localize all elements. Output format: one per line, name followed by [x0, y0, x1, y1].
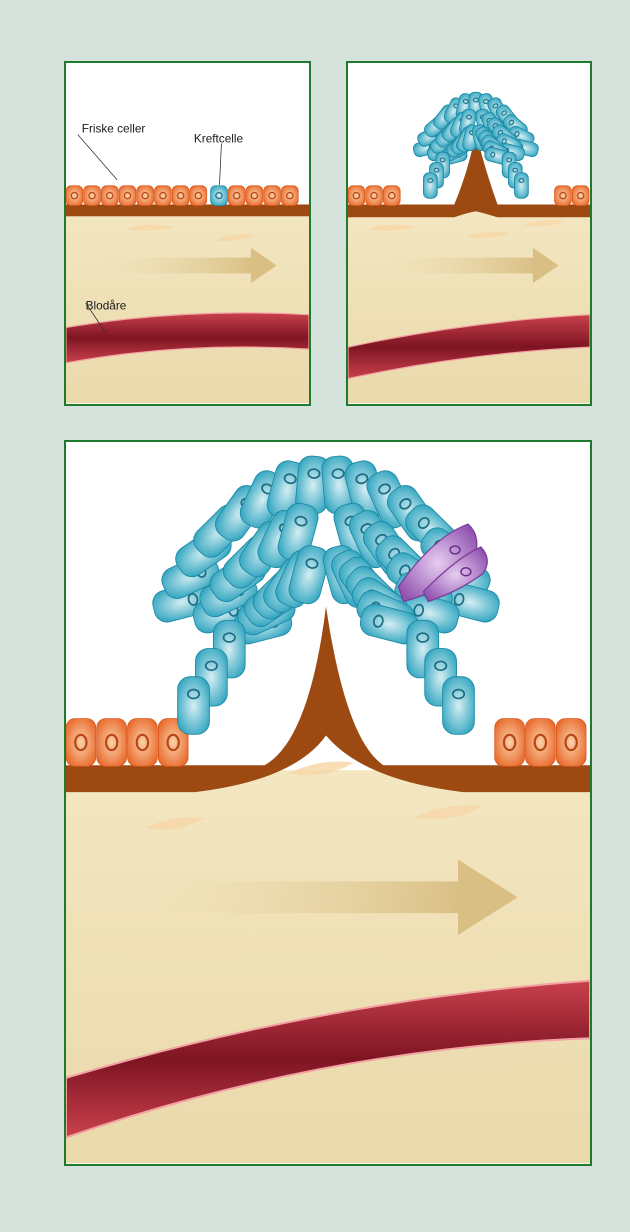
healthy-cell — [555, 186, 572, 206]
healthy-cell — [190, 186, 207, 206]
healthy-cell — [119, 186, 136, 206]
cancer-cell — [178, 677, 210, 735]
label-healthy-cells: Friske celler — [82, 122, 146, 136]
cancer-cell — [515, 173, 529, 199]
stage-2-panel — [346, 61, 592, 406]
healthy-cell — [495, 719, 525, 767]
cancer-cell — [423, 173, 437, 199]
healthy-cell — [66, 719, 96, 767]
label-blood-vessel: Blodåre — [86, 299, 127, 313]
healthy-cell — [228, 186, 245, 206]
stage-2-illustration — [348, 63, 590, 404]
stage-1-illustration: Friske celler Kreftcelle Blodåre — [66, 63, 309, 404]
healthy-cell — [128, 719, 158, 767]
healthy-cell — [556, 719, 586, 767]
healthy-cell — [155, 186, 172, 206]
healthy-cell — [264, 186, 281, 206]
basement-membrane — [66, 204, 309, 216]
healthy-cell — [366, 186, 383, 206]
healthy-cell — [246, 186, 263, 206]
cancer-cell — [211, 186, 228, 206]
stage-1-panel: Friske celler Kreftcelle Blodåre — [64, 61, 311, 406]
healthy-cell — [348, 186, 365, 206]
healthy-cell — [137, 186, 154, 206]
stage-3-illustration — [66, 442, 590, 1164]
healthy-cell — [66, 186, 83, 206]
healthy-cell — [281, 186, 298, 206]
healthy-cell — [101, 186, 118, 206]
healthy-cell — [97, 719, 127, 767]
healthy-cell — [525, 719, 555, 767]
stage-3-panel — [64, 440, 592, 1166]
healthy-cell — [572, 186, 589, 206]
connective-tissue — [348, 211, 590, 403]
healthy-cell — [172, 186, 189, 206]
label-cancer-cell: Kreftcelle — [194, 131, 244, 145]
healthy-cell — [84, 186, 101, 206]
healthy-cell — [383, 186, 400, 206]
cancer-cell — [443, 677, 475, 735]
